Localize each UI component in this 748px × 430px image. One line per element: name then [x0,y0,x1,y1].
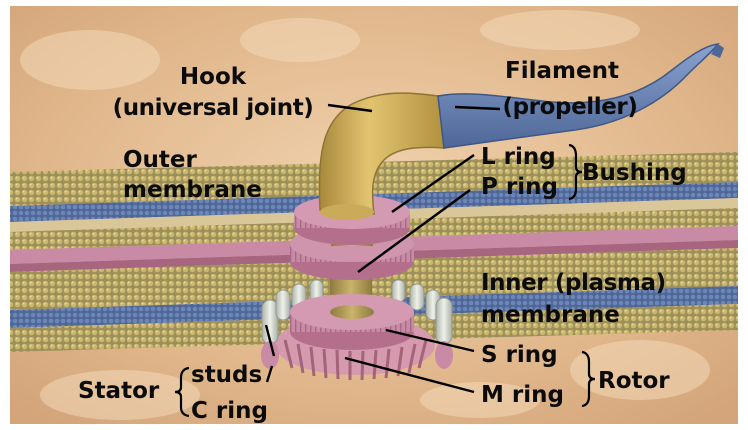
label-p-ring: P ring [481,174,558,200]
label-m-ring: M ring [481,382,564,408]
label-filament-role: (propeller) [502,94,637,120]
hook-base [320,204,374,220]
label-c-ring: C ring [191,398,268,424]
ms-ring [290,294,414,350]
label-l-ring: L ring [481,144,556,170]
label-inner-membrane-line1: Inner (plasma) [481,270,666,296]
label-hook: Hook [180,64,247,90]
label-s-ring: S ring [481,342,558,368]
label-outer-membrane-line1: Outer [123,147,198,173]
label-filament: Filament [505,58,619,84]
label-bushing: Bushing [582,160,687,186]
label-rotor: Rotor [598,368,670,394]
label-outer-membrane-line2: membrane [123,177,262,203]
label-stator: Stator [78,378,160,404]
label-studs: studs [191,362,262,388]
label-hook-role: (universal joint) [113,95,314,121]
label-inner-membrane-line2: membrane [481,302,620,328]
